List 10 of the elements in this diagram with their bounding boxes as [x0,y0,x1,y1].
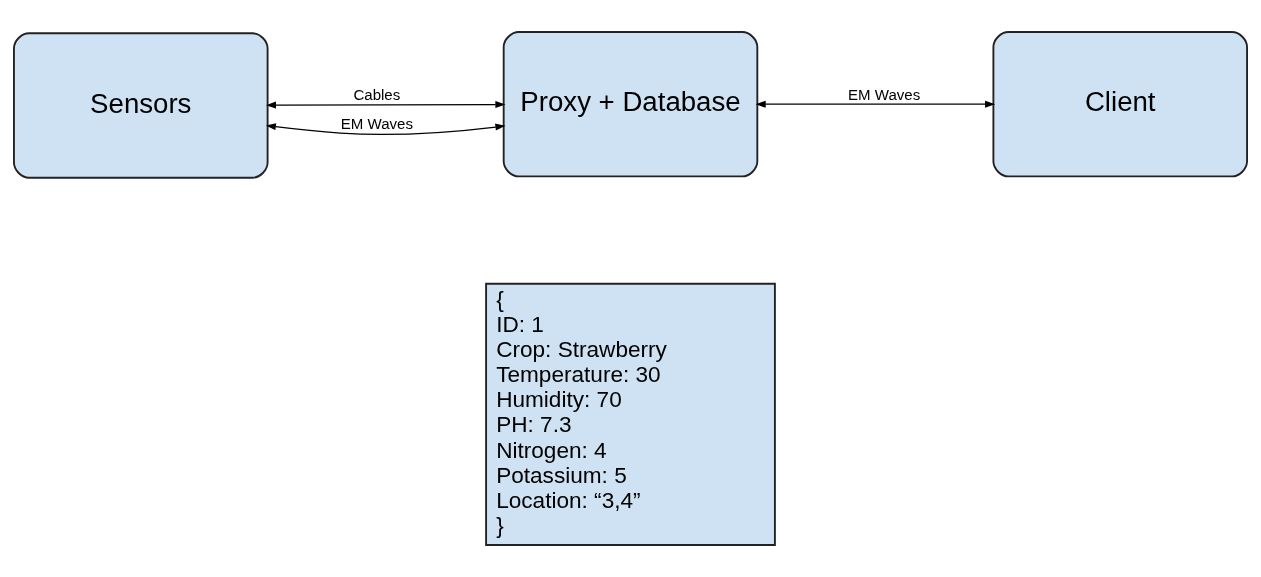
arrow [265,101,506,109]
node-box: { ID: 1 Crop: Strawberry Temperature: 30 Humidity: 70 PH: 7.3 Nitrogen: 4 Potassium: 5 Location: “3,4” } [485,282,776,546]
arrow [265,123,506,136]
edge-label: EM Waves [848,85,921,103]
edge-label: Cables [353,85,401,103]
node-box: Proxy + Database [502,31,759,178]
node-box: Sensors [13,32,269,179]
arrow [755,100,996,108]
edge-label: EM Waves [340,114,413,132]
node-box: Client [992,31,1248,178]
